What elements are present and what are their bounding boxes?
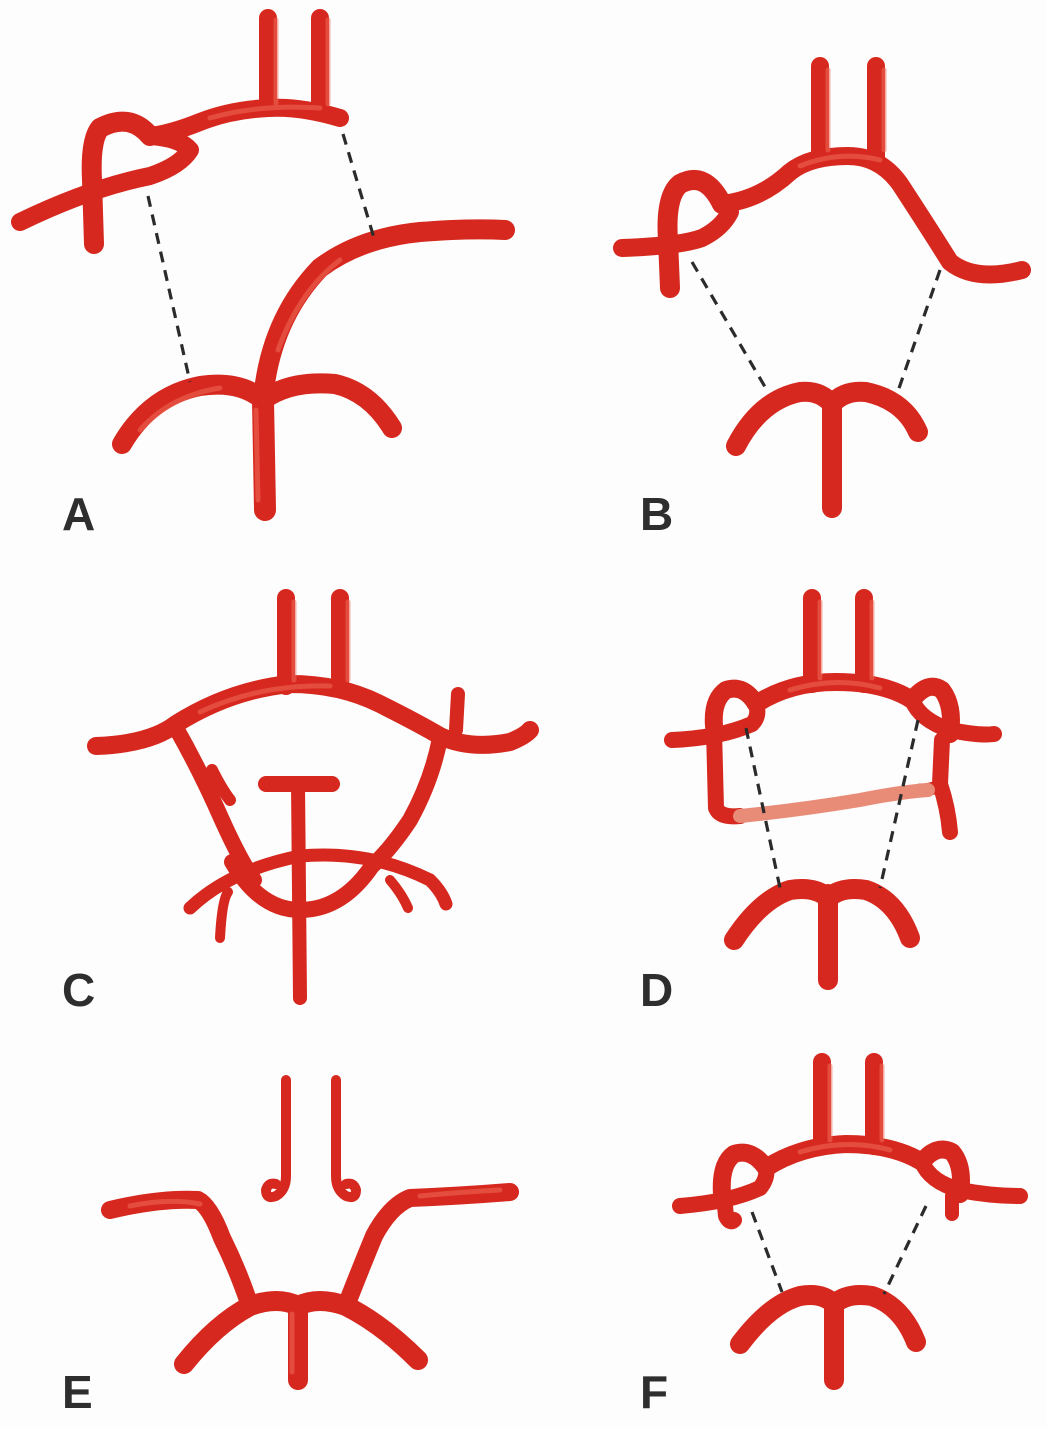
panel-b-label: B	[640, 488, 673, 540]
panel-a-upper-vessels	[20, 18, 340, 244]
panel-f-dashed-line-left	[752, 1212, 782, 1292]
panel-d: D	[640, 598, 994, 1016]
panel-a-lower-vessels	[122, 229, 505, 510]
panel-f-lower-vessels	[740, 1295, 916, 1380]
panel-b-lower-vessels	[736, 392, 918, 508]
panel-b: B	[622, 66, 1022, 540]
panel-d-label: D	[640, 964, 673, 1016]
panel-c-label: C	[62, 964, 95, 1016]
panel-c: C	[62, 598, 530, 1016]
panel-d-lower-vessels	[734, 889, 910, 980]
panel-b-upper-vessels	[622, 66, 1022, 288]
panel-a-dashed-line-right	[343, 134, 374, 238]
panel-c-upper-vessels	[96, 598, 530, 880]
panel-d-upper-vessels	[672, 598, 994, 832]
panel-e-upper-vessels	[266, 1080, 356, 1197]
panel-d-dashed-line-right	[880, 720, 918, 888]
panel-b-dashed-line-left	[692, 262, 768, 392]
panel-a: A	[20, 18, 505, 540]
panel-e-label: E	[62, 1366, 93, 1418]
panel-f: F	[640, 1062, 1020, 1418]
panel-a-label: A	[62, 488, 95, 540]
panel-a-dashed-line-left	[148, 196, 190, 382]
panel-e: E	[62, 1080, 510, 1418]
panel-e-lower-vessels	[110, 1190, 510, 1380]
panel-f-dashed-line-right	[884, 1206, 926, 1294]
panel-f-upper-vessels	[680, 1062, 1020, 1221]
panel-b-dashed-line-right	[897, 270, 940, 394]
panel-f-label: F	[640, 1366, 668, 1418]
